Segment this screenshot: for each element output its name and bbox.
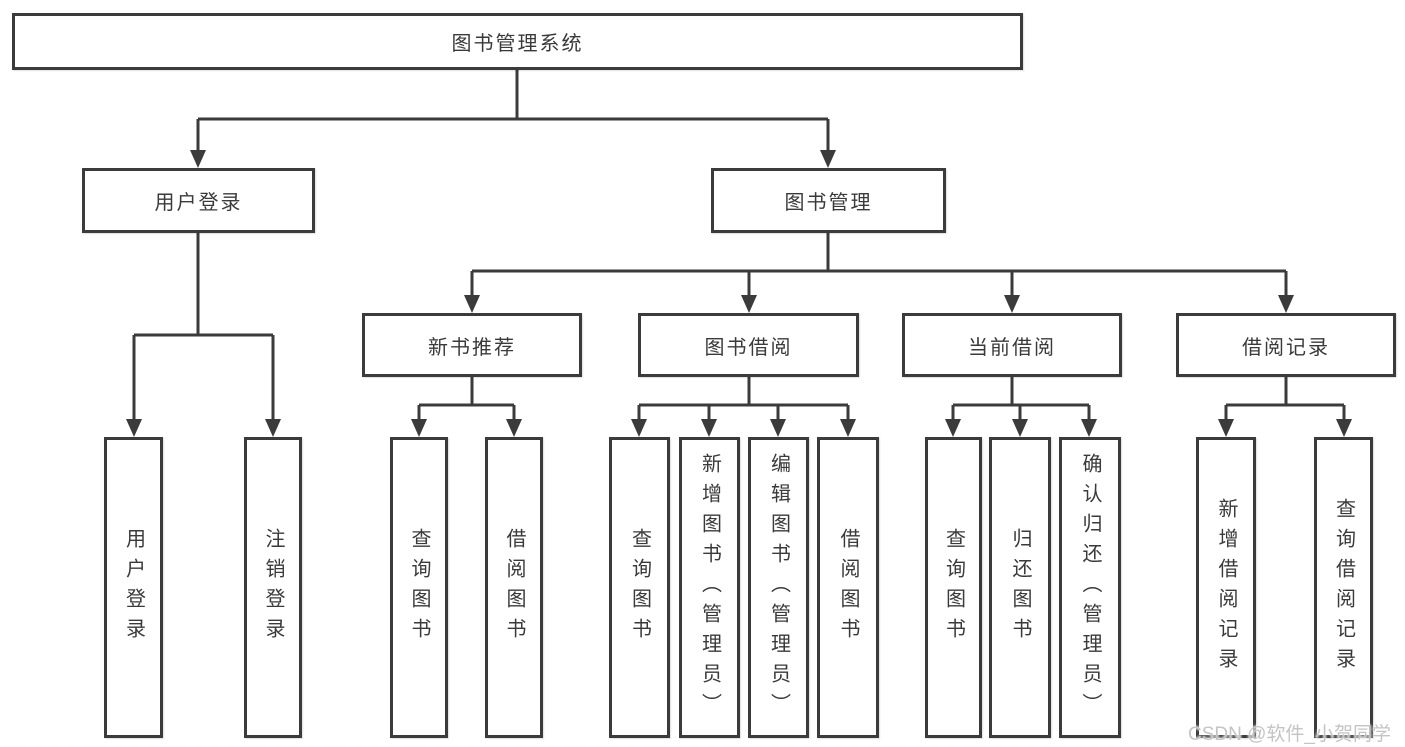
leaf-return-book: 归还图书	[989, 437, 1051, 738]
node-book-borrowing: 图书借阅	[638, 313, 859, 377]
leaf-user-login: 用户登录	[104, 437, 163, 738]
node-user-login: 用户登录	[82, 168, 315, 233]
leaf-borrow-books-1: 借阅图书	[485, 437, 543, 738]
connector-user-login-to-leaves	[132, 233, 275, 420]
connector-records-to-leaves	[1224, 377, 1346, 420]
node-current-borrowing: 当前借阅	[902, 313, 1122, 377]
leaf-edit-book-admin-label: 编辑图书（管理员）	[767, 452, 790, 723]
leaf-query-borrow-record-label: 查询借阅记录	[1332, 497, 1355, 678]
node-book-management: 图书管理	[711, 168, 946, 233]
root-node: 图书管理系统	[12, 13, 1023, 70]
leaf-user-login-label: 用户登录	[122, 527, 145, 648]
leaf-add-book-admin-label: 新增图书（管理员）	[698, 452, 721, 723]
leaf-add-borrow-record-label: 新增借阅记录	[1215, 497, 1237, 678]
leaf-borrow-books-2-label: 借阅图书	[837, 527, 859, 648]
connector-new-book-to-leaves	[417, 377, 516, 420]
leaf-add-borrow-record: 新增借阅记录	[1196, 437, 1256, 738]
leaf-logout-label: 注销登录	[262, 527, 284, 648]
node-new-book-recommend: 新书推荐	[362, 313, 582, 377]
leaf-query-books-1-label: 查询图书	[408, 527, 430, 648]
leaf-return-book-label: 归还图书	[1009, 527, 1031, 648]
leaf-query-books-2: 查询图书	[609, 437, 670, 738]
leaf-confirm-return-admin-label: 确认归还（管理员）	[1079, 452, 1101, 723]
leaf-logout: 注销登录	[244, 437, 302, 738]
connector-book-borrow-to-leaves	[637, 377, 850, 420]
leaf-confirm-return-admin: 确认归还（管理员）	[1059, 437, 1121, 738]
leaf-query-borrow-record: 查询借阅记录	[1314, 437, 1373, 738]
connector-root-to-level2	[196, 70, 830, 151]
node-borrowing-records: 借阅记录	[1176, 313, 1396, 377]
leaf-borrow-books-1-label: 借阅图书	[503, 527, 525, 648]
leaf-query-books-3: 查询图书	[925, 437, 982, 738]
connector-book-mgmt-to-modules	[470, 233, 1288, 296]
leaf-query-books-2-label: 查询图书	[628, 527, 651, 648]
csdn-watermark: CSDN @软件_小贺同学	[1188, 724, 1391, 745]
connector-current-borrow-to-leaves	[951, 377, 1091, 420]
leaf-query-books-1: 查询图书	[390, 437, 448, 738]
leaf-add-book-admin: 新增图书（管理员）	[679, 437, 740, 738]
leaf-borrow-books-2: 借阅图书	[817, 437, 879, 738]
leaf-query-books-3-label: 查询图书	[942, 527, 965, 648]
leaf-edit-book-admin: 编辑图书（管理员）	[748, 437, 809, 738]
